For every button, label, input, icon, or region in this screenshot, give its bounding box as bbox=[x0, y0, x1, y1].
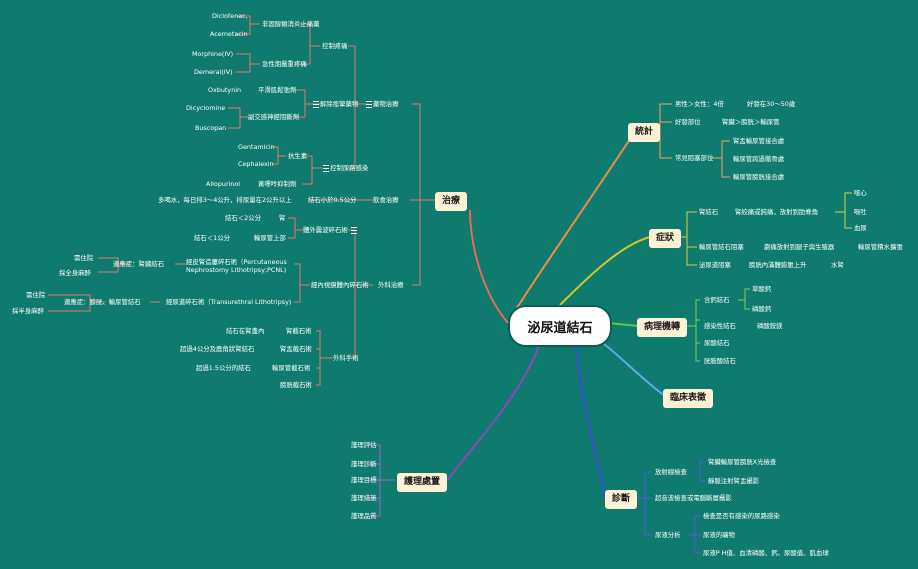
antibiotic[interactable]: 抗生素 bbox=[288, 152, 308, 160]
drug-dicyclomine[interactable]: Dicyclomine bbox=[186, 104, 226, 112]
nursing-5[interactable]: 護理品質 bbox=[351, 512, 377, 520]
nursing-2[interactable]: 護理診斷 bbox=[351, 460, 377, 468]
topic-treatment[interactable]: 治療 bbox=[435, 192, 468, 211]
symptom-bladder-detail[interactable]: 膀胱內滿體膨脹上升 bbox=[749, 261, 807, 269]
topic-pathology[interactable]: 病理機轉 bbox=[637, 318, 688, 337]
open-surgery[interactable]: 外科手術 bbox=[333, 354, 359, 362]
dx-urine-3[interactable]: 尿液P H值、血清磷酸、鈣、尿酸值、肌血球 bbox=[703, 549, 829, 557]
nursing-3[interactable]: 護理目標 bbox=[351, 476, 377, 484]
dx-ivp[interactable]: 靜脈注射腎盂攝影 bbox=[708, 477, 760, 485]
smooth-muscle-relaxant[interactable]: 平滑肌鬆弛劑 bbox=[258, 86, 297, 94]
open-name-2[interactable]: 腎盂截石術 bbox=[280, 345, 312, 353]
pcnl-hospital[interactable]: 需住院 bbox=[74, 254, 94, 262]
eswl-cond-2[interactable]: 結石＜1公分 bbox=[194, 234, 231, 242]
note-icon bbox=[313, 101, 319, 108]
dx-kub[interactable]: 腎臟輸尿管膀胱X光檢查 bbox=[708, 458, 777, 466]
dx-urine[interactable]: 尿液分析 bbox=[655, 531, 681, 539]
symptom-hematuria[interactable]: 血尿 bbox=[854, 224, 867, 232]
drug-diclofenac[interactable]: Diclofenac, bbox=[212, 12, 248, 20]
dx-urine-1[interactable]: 檢查是否有感染的尿路感染 bbox=[703, 512, 780, 520]
eswl-site-2[interactable]: 輸尿管上部 bbox=[254, 234, 286, 242]
path-phosphate[interactable]: 磷酸鈣 bbox=[752, 305, 772, 313]
topic-nursing[interactable]: 護理處置 bbox=[397, 473, 448, 492]
dx-urine-2[interactable]: 尿液的礦物 bbox=[703, 531, 735, 539]
antispasm[interactable]: 解除痙攣藥物 bbox=[320, 100, 359, 108]
pcnl[interactable]: 經皮腎造廔碎石術（Percutaneous Nephrostomy Lithot… bbox=[186, 258, 287, 274]
acute-pain[interactable]: 急性期嚴重疼痛 bbox=[262, 60, 307, 68]
symptom-ureter-detail[interactable]: 劇痛放射到腿子與生殖器 bbox=[764, 243, 835, 251]
parasympathetic-blocker[interactable]: 副交感神經阻斷劑 bbox=[248, 113, 300, 121]
note-icon bbox=[323, 165, 329, 172]
diet-detail[interactable]: 多喝水，每日排3～4公升，排尿量在2公升以上 bbox=[158, 196, 292, 204]
drug-acemetacin[interactable]: Acemetacin bbox=[210, 30, 248, 38]
narrow-2[interactable]: 輸尿管跨過髂骨處 bbox=[733, 155, 785, 163]
pcnl-indication[interactable]: 適應症：腎臟結石 bbox=[113, 260, 165, 268]
drug-allopurinol[interactable]: Allopurinol bbox=[206, 180, 241, 188]
eswl[interactable]: 體外震波碎石術 bbox=[303, 226, 348, 234]
tul-indication[interactable]: 適應症：膀胱、輸尿管結石 bbox=[64, 298, 141, 306]
tul-hospital[interactable]: 需住院 bbox=[26, 291, 46, 299]
open-name-4[interactable]: 膀胱截石術 bbox=[280, 381, 312, 389]
drug-morphine[interactable]: Morphine(IV) bbox=[192, 50, 234, 58]
symptom-ureter[interactable]: 輸尿管結石阻塞 bbox=[699, 243, 744, 251]
drug-oxbutynin[interactable]: Oxbutynin bbox=[208, 86, 242, 94]
pcnl-anesthesia[interactable]: 採全身麻醉 bbox=[59, 269, 91, 277]
topic-symptoms[interactable]: 症狀 bbox=[649, 229, 682, 248]
open-name-3[interactable]: 輸尿管截石術 bbox=[272, 364, 311, 372]
eswl-cond-1[interactable]: 結石＜2公分 bbox=[225, 214, 262, 222]
topic-diagnosis[interactable]: 診斷 bbox=[605, 490, 638, 509]
dx-xray[interactable]: 放射線檢查 bbox=[655, 468, 687, 476]
stat-site-detail[interactable]: 腎臟＞膀胱＞輸尿管 bbox=[722, 118, 780, 126]
drug-buscopan[interactable]: Buscopan bbox=[195, 124, 227, 132]
stat-sex[interactable]: 男性＞女性：4倍 bbox=[675, 100, 724, 108]
symptom-hydronephrosis[interactable]: 水腎 bbox=[831, 261, 844, 269]
topic-statistics[interactable]: 統計 bbox=[628, 123, 661, 142]
narrow-1[interactable]: 腎盂輸尿管接合處 bbox=[733, 137, 785, 145]
stat-age[interactable]: 好發在30～50歲 bbox=[747, 100, 796, 108]
note-icon bbox=[351, 227, 357, 234]
symptom-hydroureter[interactable]: 輸尿管積水擴張 bbox=[858, 243, 903, 251]
narrow-3[interactable]: 輸尿管膀胱接合處 bbox=[733, 173, 785, 181]
path-calcium[interactable]: 含鈣結石 bbox=[704, 296, 730, 304]
surgical-therapy[interactable]: 外科治療 bbox=[378, 281, 404, 289]
path-struvite[interactable]: 磷酸銨鎂 bbox=[757, 322, 783, 330]
open-cond-3[interactable]: 超過1.5公分的結石 bbox=[196, 364, 251, 372]
root-topic[interactable]: 泌尿道結石 bbox=[508, 305, 612, 347]
drug-gentamicin[interactable]: Gentamicin bbox=[238, 143, 275, 151]
path-uric[interactable]: 尿酸結石 bbox=[704, 339, 730, 347]
nursing-4[interactable]: 護理措施 bbox=[351, 494, 377, 502]
dx-echo[interactable]: 超音波檢查或電腦斷層攝影 bbox=[655, 494, 732, 502]
path-oxalate[interactable]: 草酸鈣 bbox=[752, 285, 772, 293]
open-cond-2[interactable]: 超過4公分及鹿角狀腎結石 bbox=[180, 345, 255, 353]
pain-control[interactable]: 控制疼痛 bbox=[322, 42, 348, 50]
nsaid[interactable]: 非固醇類消炎止痛藥 bbox=[262, 20, 320, 28]
stat-site[interactable]: 好發部位 bbox=[675, 118, 701, 126]
endoscopic-lithotripsy[interactable]: 經內視鏡體內碎石術 bbox=[311, 281, 369, 289]
tul[interactable]: 經尿道碎石術（Transurethral Lithotripsy) bbox=[166, 298, 292, 306]
note-icon bbox=[366, 101, 372, 108]
nursing-1[interactable]: 護理評估 bbox=[351, 441, 377, 449]
drug-demeral[interactable]: Demeral(IV) bbox=[194, 68, 233, 76]
symptom-vomit[interactable]: 嘔吐 bbox=[854, 208, 867, 216]
tul-anesthesia[interactable]: 採半身麻醉 bbox=[12, 307, 44, 315]
topic-clinical[interactable]: 臨床表徵 bbox=[663, 389, 714, 408]
path-cystine[interactable]: 胱胺酸結石 bbox=[704, 357, 736, 365]
drug-cephalexin[interactable]: Cephalexin bbox=[238, 160, 274, 168]
eswl-site-1[interactable]: 腎 bbox=[279, 214, 286, 222]
drug-therapy[interactable]: 藥物治療 bbox=[373, 100, 399, 108]
open-name-1[interactable]: 腎截石術 bbox=[286, 327, 312, 335]
symptom-kidney-detail[interactable]: 腎絞痛或鈍痛，放射到肋脊角 bbox=[735, 208, 819, 216]
diet-rule[interactable]: 結石小於0.5公分 bbox=[308, 196, 357, 204]
path-infection[interactable]: 感染性結石 bbox=[704, 322, 736, 330]
symptom-nausea[interactable]: 噁心 bbox=[854, 189, 867, 197]
stat-narrow[interactable]: 常見阻塞部位 bbox=[675, 154, 714, 162]
xanthine-inhibitor[interactable]: 黃嘌呤抑制劑 bbox=[258, 180, 297, 188]
symptom-obstruction[interactable]: 泌尿道阻塞 bbox=[699, 261, 731, 269]
uti-control[interactable]: 控制尿路感染 bbox=[330, 164, 369, 172]
diet-therapy[interactable]: 飲食治療 bbox=[373, 196, 399, 204]
open-cond-1[interactable]: 結石在腎盞內 bbox=[226, 327, 265, 335]
symptom-kidney[interactable]: 腎結石 bbox=[699, 208, 719, 216]
